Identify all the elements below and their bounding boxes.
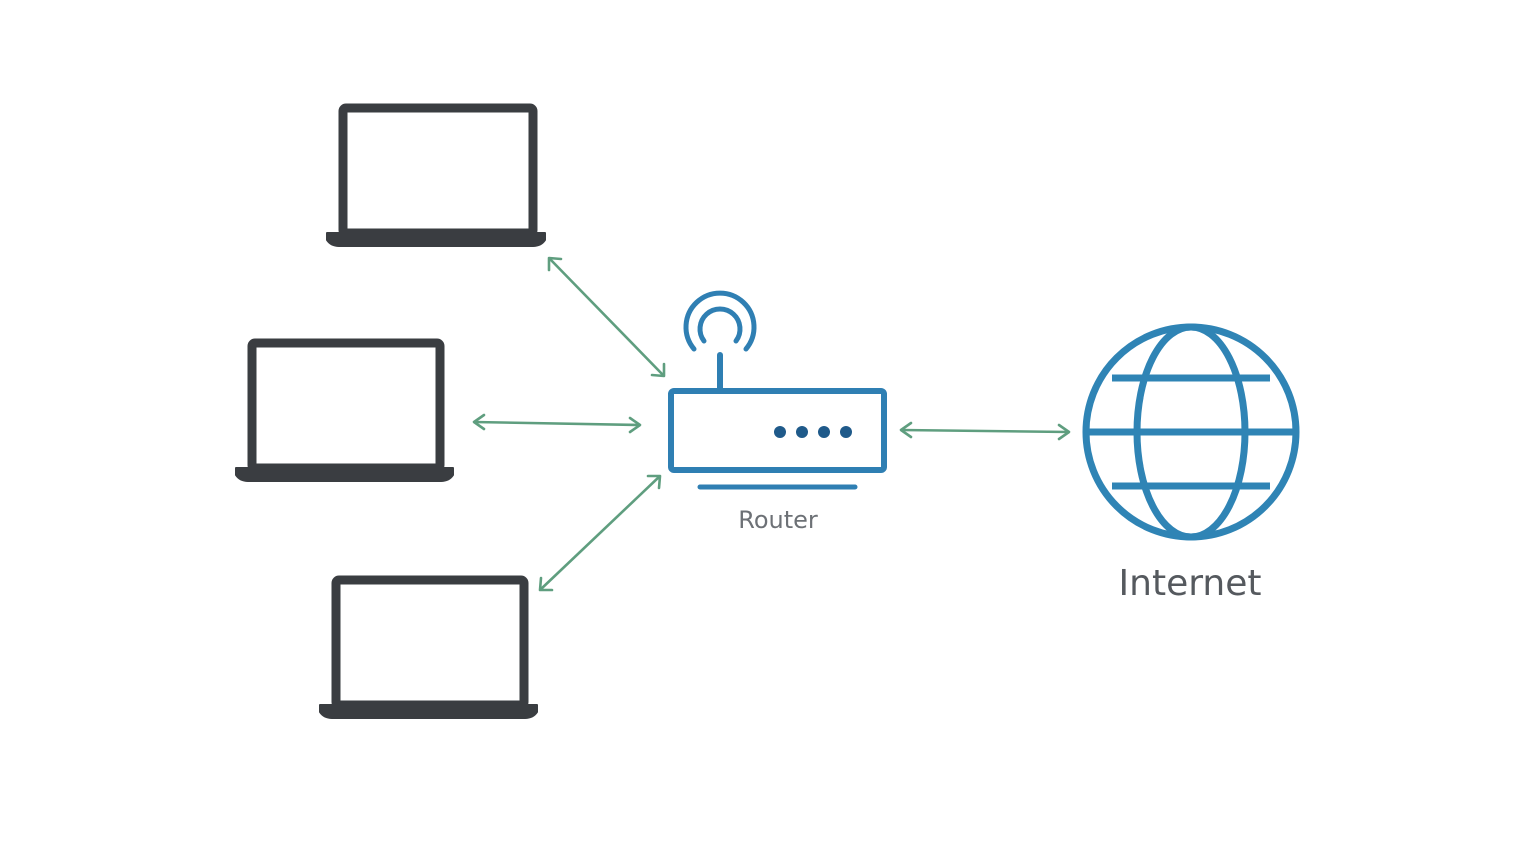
laptop-icon [319, 575, 538, 719]
router-led-4 [840, 426, 852, 438]
laptop-icon [235, 338, 454, 482]
router-led-1 [774, 426, 786, 438]
router-icon [668, 290, 887, 490]
laptop-icon [326, 103, 546, 247]
router-led-2 [796, 426, 808, 438]
laptop-2 [235, 338, 454, 482]
globe-icon [1082, 323, 1300, 541]
connection-link-3 [538, 474, 662, 592]
router: Router [668, 290, 887, 534]
laptop-3 [319, 575, 538, 719]
internet-label: Internet [1119, 563, 1262, 604]
laptop-1 [326, 103, 546, 247]
connection-link-1 [547, 256, 666, 378]
internet: Internet [1082, 323, 1300, 604]
signal-wave-outer [683, 290, 757, 352]
signal-wave-inner [697, 306, 743, 344]
connection-link-2 [472, 413, 642, 434]
router-label: Router [738, 506, 818, 534]
router-led-3 [818, 426, 830, 438]
connection-link-internet [899, 421, 1071, 441]
